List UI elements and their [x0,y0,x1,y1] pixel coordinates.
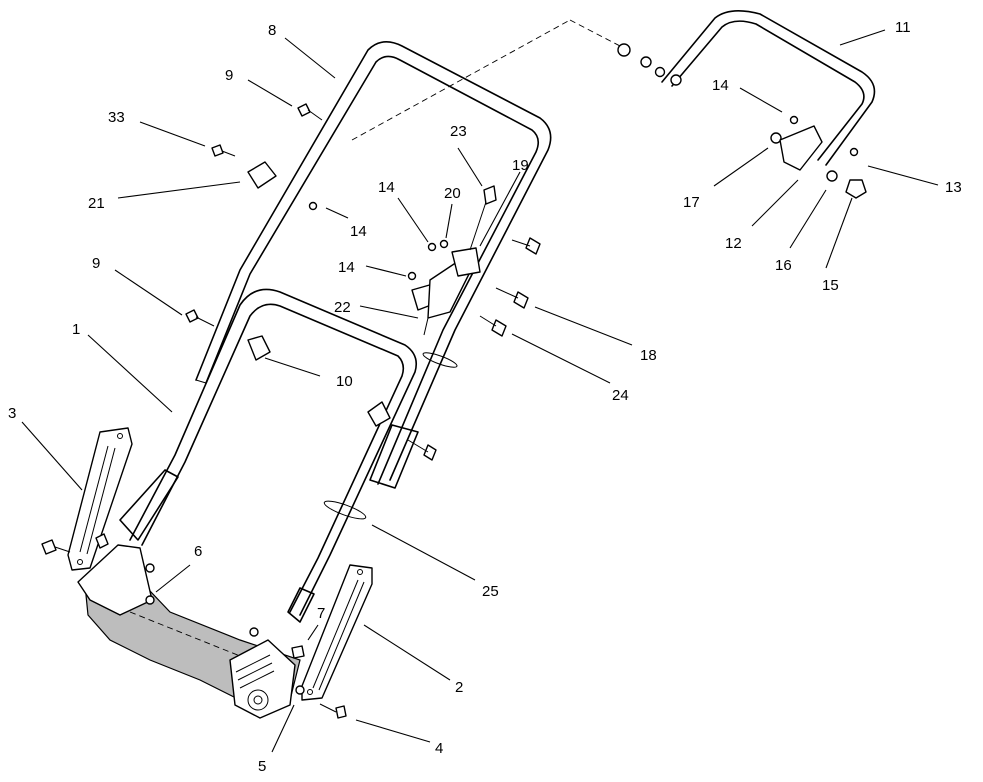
callout-19: 19 [512,157,529,174]
callout-24: 24 [612,387,629,404]
callout-labels: 1 2 3 4 5 6 7 8 9 9 10 11 12 13 14 14 14… [8,19,962,775]
callout-22: 22 [334,299,351,316]
callout-10: 10 [336,373,353,390]
callout-33: 33 [108,109,125,126]
callout-8: 8 [268,22,276,39]
mower-deck [77,544,301,719]
callout-9-lower: 9 [92,255,100,272]
callout-7: 7 [317,605,325,622]
control-box [323,185,497,520]
left-bracket [67,427,133,571]
callout-3: 3 [8,405,16,422]
callout-18: 18 [640,347,657,364]
callout-14-spacer: 14 [350,223,367,240]
leader-lines [21,29,939,753]
callout-14-nut: 14 [338,259,355,276]
upper-handle [195,41,552,485]
callout-20: 20 [444,185,461,202]
callout-15: 15 [822,277,839,294]
callout-2: 2 [455,679,463,696]
callout-9-upper: 9 [225,67,233,84]
callout-14-bail: 14 [712,77,729,94]
callout-11: 11 [895,19,911,36]
callout-21: 21 [88,195,105,212]
callout-23: 23 [450,123,467,140]
hardware [41,43,867,719]
callout-6: 6 [194,543,202,560]
lower-handle [119,288,419,623]
callout-17: 17 [683,194,700,211]
top-bail-handle [351,10,876,166]
callout-16: 16 [775,257,792,274]
callout-4: 4 [435,740,443,757]
callout-1: 1 [72,321,80,338]
callout-12: 12 [725,235,742,252]
callout-13: 13 [945,179,962,196]
callout-5: 5 [258,758,266,775]
callout-25: 25 [482,583,499,600]
callout-14-box: 14 [378,179,395,196]
